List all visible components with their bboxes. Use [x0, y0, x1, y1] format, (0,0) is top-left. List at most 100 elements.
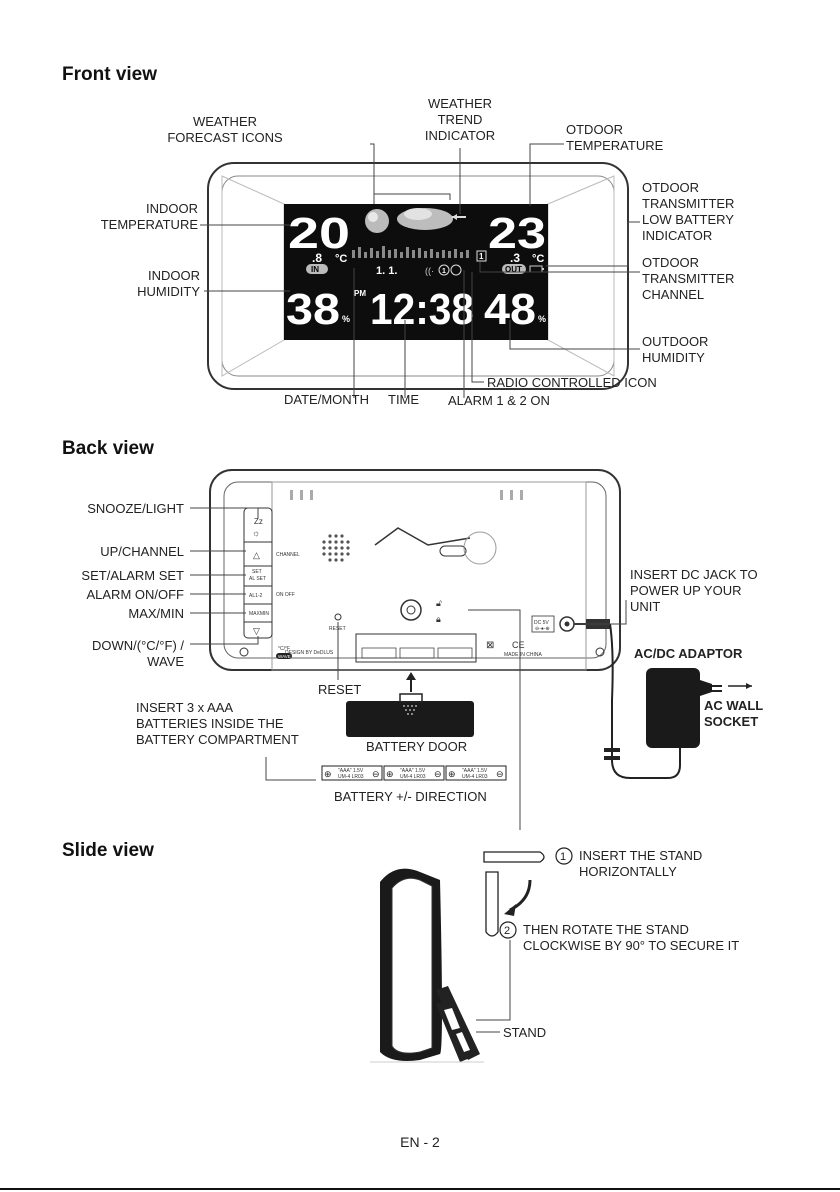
clock-time-value: 12:38	[370, 285, 474, 334]
front-leader-lines	[200, 143, 640, 398]
battery-3	[445, 765, 507, 781]
label-reset: RESET	[318, 682, 362, 697]
step-1-badge	[555, 847, 573, 865]
indoor-humidity-value: 38	[286, 285, 340, 334]
svg-text:⊕: ⊕	[448, 769, 456, 779]
battery-2	[383, 765, 445, 781]
label-snooze-light: SNOOZE/LIGHT	[87, 501, 184, 516]
outdoor-temperature-value: 23	[488, 209, 546, 258]
battery-2-rating: "AAA" 1.5V	[400, 768, 426, 774]
indoor-temperature-value: 20	[288, 209, 350, 258]
battery-door-panel	[346, 701, 474, 737]
made-in-label: MADE IN CHINA	[504, 652, 542, 658]
onoff-panel-label: ON OFF	[276, 592, 295, 598]
back-unit: Zz ☼ △ SET AL SET AL1-2 MAXMIN ▽ CHANNEL…	[209, 469, 621, 671]
clock-frame	[207, 162, 629, 390]
label-date-month: DATE/MONTH	[284, 392, 369, 407]
label-insert-batteries: INSERT 3 x AAA BATTERIES INSIDE THE BATT…	[136, 700, 299, 747]
label-weather-trend-indicator: WEATHER TREND INDICATOR	[424, 96, 496, 143]
out-badge-label: OUT	[505, 265, 522, 274]
outdoor-temperature-decimal: .3	[510, 251, 520, 265]
label-ac-wall-socket: AC WALL SOCKET	[704, 698, 764, 729]
down-arrow-icon[interactable]: ▽	[253, 626, 260, 636]
battery-1	[321, 765, 383, 781]
back-leader-lines	[190, 507, 627, 830]
label-outdoor-temperature: OTDOOR TEMPERATURE	[566, 122, 664, 153]
bottom-rule	[0, 1188, 840, 1190]
label-transmitter-channel: OTDOOR TRANSMITTER CHANNEL	[642, 255, 735, 302]
lock-icon: 🔒︎	[436, 614, 441, 624]
outdoor-humidity-percent: %	[538, 314, 546, 324]
svg-text:⊕: ⊕	[324, 769, 332, 779]
battery-2-type: UM-4 LR03	[400, 774, 426, 780]
indoor-humidity-percent: %	[342, 314, 350, 324]
alarm-onoff-button-label[interactable]: AL1-2	[249, 593, 263, 599]
channel-panel-label: CHANNEL	[276, 552, 300, 558]
label-down-unit-wave: DOWN/(°C/°F) / WAVE	[92, 638, 184, 669]
front-view-heading: Front view	[62, 64, 158, 85]
light-icon[interactable]: ☼	[252, 528, 260, 538]
channel-number: 1	[479, 252, 484, 261]
wave-badge	[276, 653, 292, 659]
label-set-alarm-set: SET/ALARM SET	[81, 568, 184, 583]
adaptor-body	[646, 668, 700, 748]
svg-text:⊖: ⊖	[372, 769, 380, 779]
svg-text:⊖: ⊖	[434, 769, 442, 779]
channel-box	[476, 250, 487, 262]
battery-compartment	[355, 633, 477, 663]
svg-text:⊕: ⊕	[386, 769, 394, 779]
wave-badge-label: WAVE	[278, 654, 291, 659]
pressure-history-bars	[352, 246, 469, 258]
reset-hole[interactable]	[334, 613, 342, 621]
back-view-heading: Back view	[62, 438, 154, 459]
label-battery-direction: BATTERY +/- DIRECTION	[334, 789, 487, 804]
label-alarm-on-off: ALARM ON/OFF	[86, 587, 184, 602]
slide-view-drawing: 1 2	[370, 847, 573, 1063]
dc-voltage-label: DC 5V	[534, 620, 549, 626]
ce-mark-icon: CE	[512, 640, 525, 650]
unit-toggle-panel-label: °C/°F	[278, 646, 290, 652]
stand-socket[interactable]	[400, 599, 422, 621]
label-max-min: MAX/MIN	[128, 606, 184, 621]
up-arrow-icon[interactable]: △	[253, 550, 260, 560]
insert-up-arrow-icon	[406, 672, 416, 680]
label-up-channel: UP/CHANNEL	[100, 544, 184, 559]
speaker-grille	[322, 534, 350, 562]
indoor-temperature-decimal: .8	[312, 251, 322, 265]
step-2-number: 2	[504, 925, 510, 937]
in-badge-label: IN	[311, 265, 319, 274]
in-badge	[306, 264, 328, 274]
step-1-number: 1	[560, 851, 566, 863]
label-time: TIME	[388, 392, 420, 407]
label-radio-controlled-icon: RADIO CONTROLLED ICON	[487, 375, 657, 390]
slide-view-heading: Slide view	[62, 840, 154, 861]
svg-text:⊖: ⊖	[496, 769, 504, 779]
set-button-label[interactable]: SET	[252, 569, 262, 575]
page-number: EN - 2	[400, 1134, 440, 1150]
label-weather-forecast-icons: WEATHER FORECAST ICONS	[167, 114, 283, 145]
alarm-2-icon	[450, 264, 462, 276]
stand-vertical	[485, 871, 499, 937]
maxmin-button-label[interactable]: MAXMIN	[249, 611, 269, 617]
label-indoor-humidity: INDOOR HUMIDITY	[137, 268, 200, 299]
label-step-2: THEN ROTATE THE STAND CLOCKWISE BY 90° T…	[523, 922, 740, 953]
alarm-set-button-label[interactable]: AL SET	[249, 576, 266, 582]
alarm-1-label: 1	[442, 268, 446, 275]
snooze-icon[interactable]: Zz	[254, 517, 263, 526]
battery-row: ⊕⊖ ⊕⊖ ⊕⊖ "AAA" 1.5V UM-4 LR03 "AAA" 1.5V…	[321, 765, 507, 781]
stand-hook	[374, 527, 471, 546]
svg-text:⊖-●-⊕: ⊖-●-⊕	[535, 626, 550, 632]
reset-panel-label: RESET	[329, 626, 346, 632]
label-step-1: INSERT THE STAND HORIZONTALLY	[579, 848, 703, 879]
label-transmitter-low-battery: OTDOOR TRANSMITTER LOW BATTERY INDICATOR	[642, 180, 735, 243]
indoor-temperature-unit: °C	[335, 253, 347, 265]
unlock-icon: 🔓︎	[436, 598, 442, 608]
dc-label-box	[531, 615, 555, 633]
alarm-1-icon	[438, 264, 450, 276]
battery-3-type: UM-4 LR03	[462, 774, 488, 780]
label-outdoor-humidity: OUTDOOR HUMIDITY	[642, 334, 709, 365]
stand-horizontal	[483, 851, 545, 863]
radio-controlled-icon: ((·	[425, 266, 434, 276]
label-stand: STAND	[503, 1025, 547, 1040]
